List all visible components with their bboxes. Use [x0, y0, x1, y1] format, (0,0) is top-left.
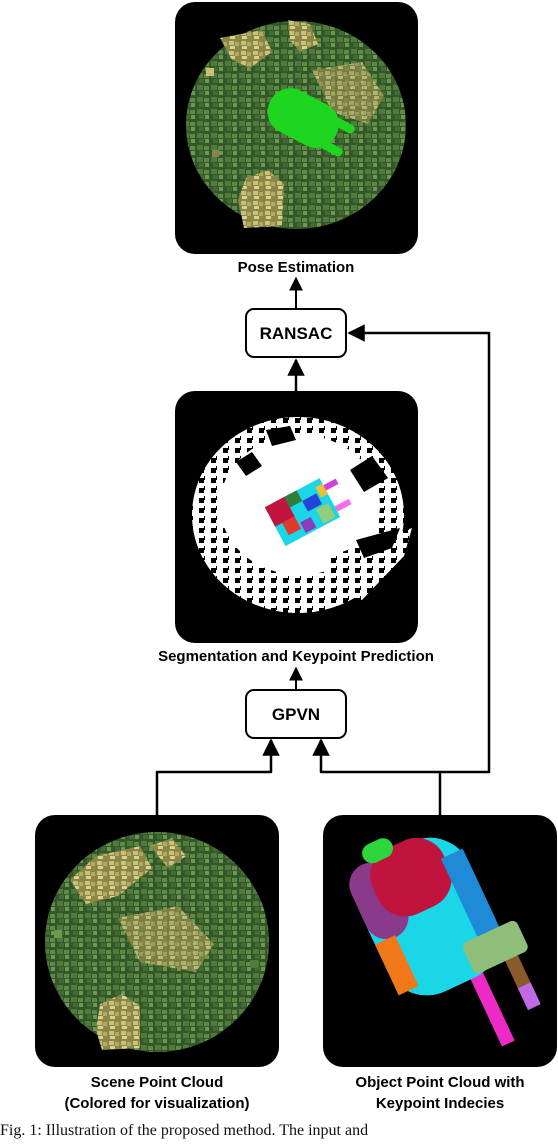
segmentation-object-keypoints: [264, 478, 352, 547]
object-cloud-popsicle: [349, 837, 541, 1047]
figure-caption-fragment: Fig. 1: Illustration of the proposed met…: [0, 1122, 369, 1139]
segmentation-panel: [175, 391, 418, 643]
object-cloud-caption-line2: Keypoint Indecies: [376, 1095, 504, 1112]
scene-cloud-caption-line1: Scene Point Cloud: [91, 1074, 224, 1091]
pose-estimation-panel: [175, 2, 418, 254]
pose-object-estimate: [267, 88, 355, 157]
arrow-object-to-gpvn: [312, 738, 442, 815]
arrow-scene-to-gpvn: [155, 738, 280, 815]
scene-cloud-points: [45, 832, 269, 1052]
object-cloud-panel: [323, 815, 557, 1067]
ransac-node: RANSAC: [245, 308, 347, 358]
ransac-label: RANSAC: [260, 324, 333, 343]
scene-cloud-panel: [35, 815, 279, 1067]
gpvn-node: GPVN: [245, 689, 347, 739]
gpvn-label: GPVN: [272, 705, 320, 724]
object-cloud-caption-line1: Object Point Cloud with: [355, 1074, 524, 1091]
scene-cloud-caption-line2: (Colored for visualization): [64, 1095, 249, 1112]
pose-estimation-caption: Pose Estimation: [238, 259, 355, 276]
segmentation-caption: Segmentation and Keypoint Prediction: [158, 648, 434, 665]
arrow-object-to-ransac: [347, 324, 491, 774]
